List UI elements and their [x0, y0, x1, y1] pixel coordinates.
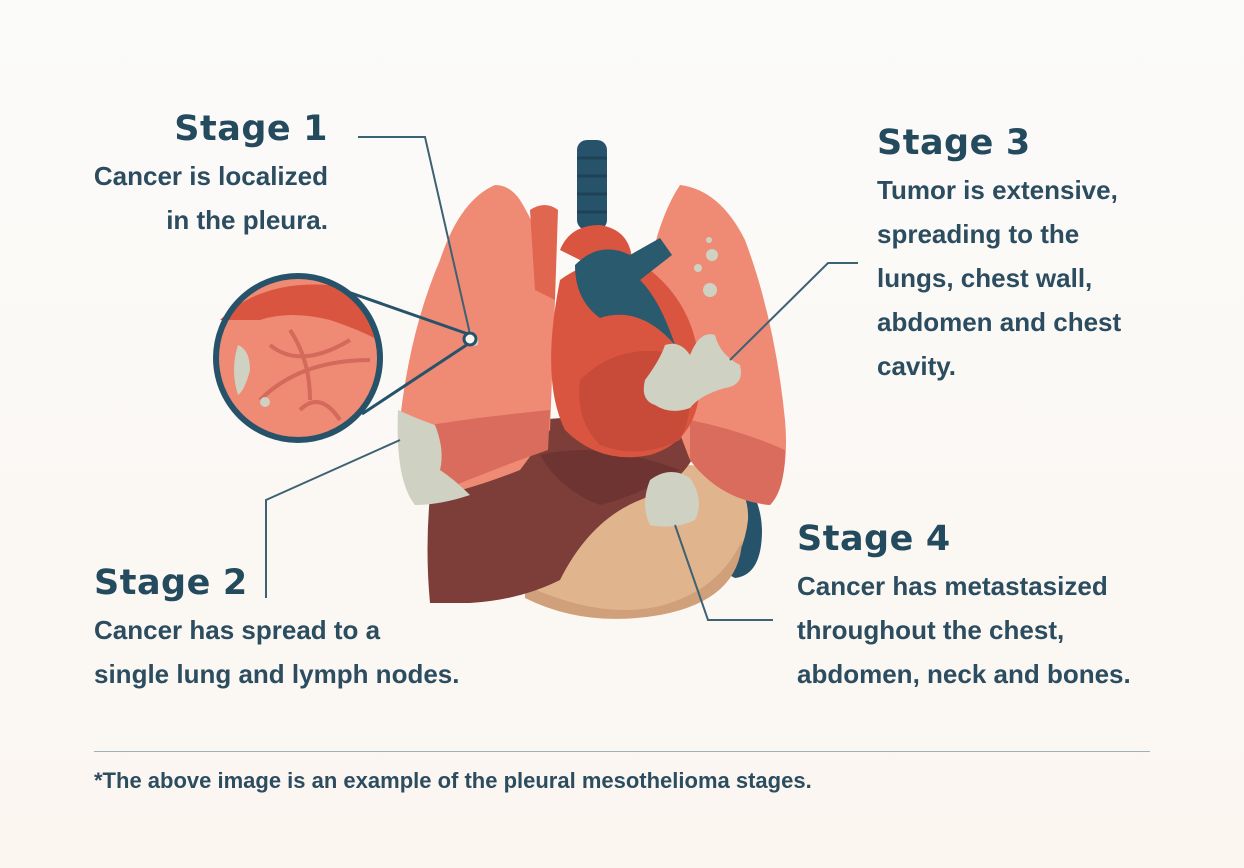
- tumor-patches: [397, 237, 741, 527]
- stage-1-description: Cancer is localized in the pleura.: [93, 161, 328, 235]
- pulmonary-artery: [575, 238, 675, 345]
- magnified-pleura-icon: [213, 273, 469, 443]
- callout-lines: [265, 136, 858, 621]
- pleura-marker: [462, 331, 478, 347]
- footnote-divider: [94, 751, 1150, 752]
- trachea: [577, 140, 607, 230]
- stage-2-description: Cancer has spread to a single lung and l…: [94, 615, 460, 689]
- stage-4-description: Cancer has metastasized throughout the c…: [797, 571, 1131, 689]
- stage-3-description: Tumor is extensive, spreading to the lun…: [877, 175, 1122, 381]
- footnote: *The above image is an example of the pl…: [94, 768, 812, 793]
